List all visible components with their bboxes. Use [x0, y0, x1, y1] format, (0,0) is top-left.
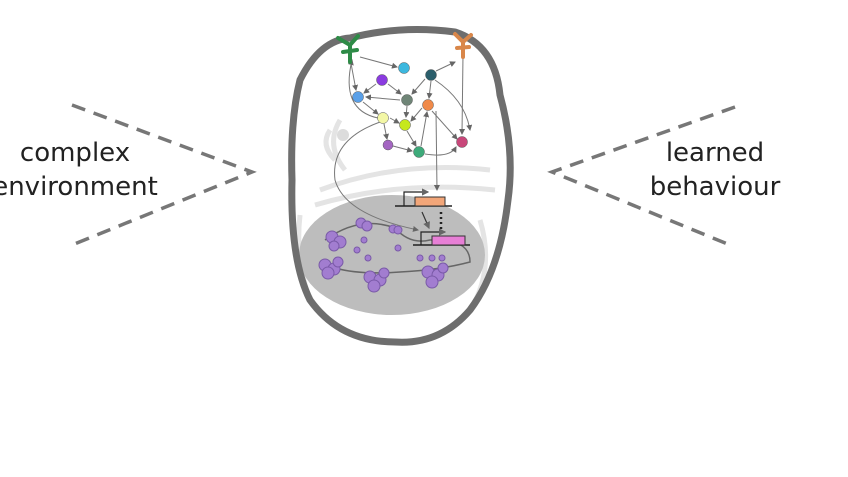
right-label: learned behaviour: [615, 136, 815, 204]
node: [401, 94, 413, 106]
nucleus: [299, 195, 485, 315]
node: [456, 136, 468, 148]
node: [382, 139, 394, 151]
receptor-left-icon: [336, 34, 360, 64]
left-dashed-arrow: [71, 103, 257, 247]
left-label: complex environment: [0, 136, 180, 204]
node: [399, 119, 411, 131]
cell-membrane: [288, 26, 514, 346]
node: [376, 74, 388, 86]
node: [413, 146, 425, 158]
network-nodes: [352, 62, 468, 158]
node: [377, 112, 389, 124]
network-edges: [334, 54, 473, 232]
right-label-line2: behaviour: [649, 172, 781, 202]
chromatin-clusters: [318, 217, 449, 293]
gene-1: [395, 188, 452, 207]
node: [425, 69, 437, 81]
right-label-line1: learned: [665, 138, 765, 168]
node: [422, 99, 434, 111]
right-dashed-arrow: [547, 105, 736, 247]
left-label-line1: complex: [19, 138, 131, 168]
receptor-right-icon: [453, 32, 473, 59]
left-label-line2: environment: [0, 172, 158, 202]
gene-2: [413, 211, 470, 246]
chromatin-strand: [324, 222, 471, 274]
node: [398, 62, 410, 74]
node: [352, 91, 364, 103]
